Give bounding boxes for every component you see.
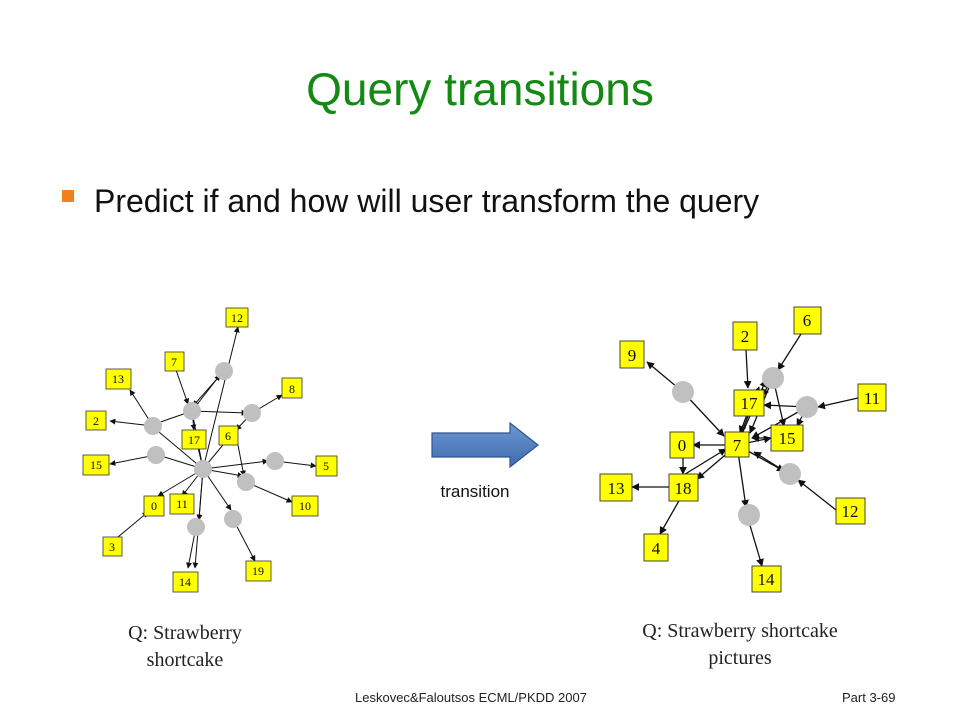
slide-title: Query transitions — [306, 63, 654, 115]
node-label: 17 — [188, 433, 200, 447]
right-circle-node — [672, 381, 694, 403]
left-circle-node — [215, 362, 233, 380]
node-label: 19 — [252, 564, 264, 578]
right-circle-node — [738, 504, 760, 526]
bullet-text: Predict if and how will user transform t… — [94, 183, 760, 219]
right-circle-node — [762, 367, 784, 389]
node-label: 13 — [608, 479, 625, 498]
node-label: 5 — [323, 459, 329, 473]
left-graph-nodes — [144, 362, 284, 536]
node-label: 2 — [93, 414, 99, 428]
left-caption-line1: Q: Strawberry — [128, 622, 242, 644]
left-caption: Q: Strawberry shortcake — [95, 620, 275, 674]
left-circle-node — [144, 417, 162, 435]
node-label: 9 — [628, 346, 637, 365]
transition-arrow-icon — [431, 421, 539, 469]
left-circle-node — [237, 473, 255, 491]
footer-center: Leskovec&Faloutsos ECML/PKDD 2007 — [355, 690, 587, 705]
node-label: 17 — [741, 394, 759, 413]
node-label: 7 — [171, 355, 177, 369]
node-label: 13 — [112, 372, 124, 386]
transition-label: transition — [440, 482, 510, 501]
right-circle-node — [779, 463, 801, 485]
right-graph-labels: 6 2 9 11 17 0 7 15 13 18 12 4 14 — [599, 306, 887, 593]
node-label: 6 — [225, 429, 231, 443]
right-caption-line2: pictures — [708, 647, 772, 669]
left-circle-node — [224, 510, 242, 528]
node-label: 14 — [758, 570, 776, 589]
right-caption-line1: Q: Strawberry shortcake — [642, 620, 838, 642]
node-label: 14 — [179, 575, 191, 589]
node-label: 8 — [289, 382, 295, 396]
footer-page-number: Part 3-69 — [842, 690, 896, 705]
node-label: 2 — [741, 327, 750, 346]
right-caption: Q: Strawberry shortcake pictures — [600, 618, 880, 672]
left-circle-node — [183, 402, 201, 420]
left-circle-node — [243, 404, 261, 422]
right-circle-node — [796, 396, 818, 418]
node-label: 11 — [864, 389, 880, 408]
node-label: 10 — [299, 499, 311, 513]
left-graph-labels: 12 7 13 8 2 17 6 15 5 0 11 10 3 19 14 — [82, 307, 338, 593]
node-label: 15 — [90, 458, 102, 472]
left-circle-node — [266, 452, 284, 470]
node-label: 18 — [675, 479, 692, 498]
right-graph-nodes — [672, 367, 818, 526]
node-label: 6 — [803, 311, 812, 330]
node-label: 3 — [109, 540, 115, 554]
node-label: 15 — [779, 429, 796, 448]
left-circle-node — [147, 446, 165, 464]
node-label: 12 — [842, 502, 859, 521]
left-graph — [109, 326, 317, 569]
left-caption-line2: shortcake — [146, 649, 224, 671]
bullet-square-icon — [62, 190, 74, 202]
node-label: 11 — [176, 497, 188, 511]
node-label: 0 — [151, 499, 157, 513]
node-label: 0 — [678, 436, 687, 455]
node-label: 4 — [652, 539, 661, 558]
left-circle-node — [194, 460, 212, 478]
left-circle-node — [187, 518, 205, 536]
node-label: 12 — [231, 311, 243, 325]
node-label: 7 — [733, 436, 742, 455]
